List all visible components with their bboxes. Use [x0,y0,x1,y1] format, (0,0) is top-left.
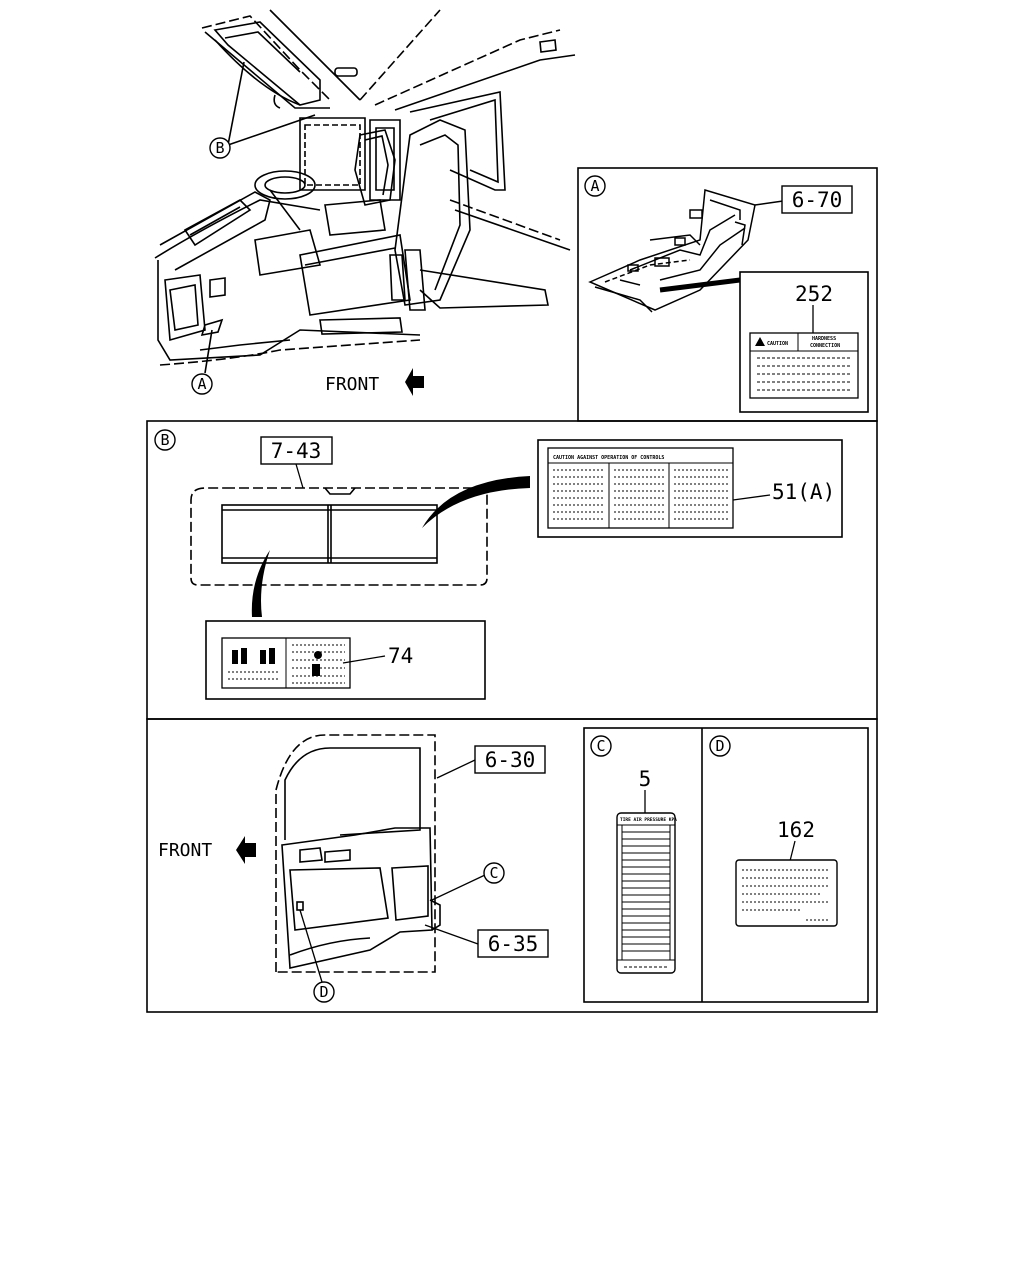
info-label-162 [735,859,838,927]
svg-text:C: C [596,737,605,755]
callout-d-box: D [709,735,731,757]
ref-box-7-43: 7-43 [260,436,333,465]
svg-text:A: A [197,375,206,393]
svg-text:CAUTION: CAUTION [767,341,788,347]
svg-text:B: B [160,431,169,449]
svg-text:CONNECTION: CONNECTION [810,343,840,349]
label-panel-51a [537,439,843,538]
svg-text:6-30: 6-30 [485,748,536,772]
callout-a-box: A [584,175,606,197]
svg-text:C: C [489,864,498,882]
seatbelt-label-74 [221,637,351,689]
svg-text:CAUTION AGAINST OPERATION OF C: CAUTION AGAINST OPERATION OF CONTROLS [553,455,664,461]
callout-a-top: A [191,373,213,395]
part-number-51a: 51(A) [772,480,835,504]
svg-text:7-43: 7-43 [271,439,322,463]
front-arrow-icon [236,836,256,864]
front-label-door: FRONT [158,840,212,861]
controls-caution-label: CAUTION AGAINST OPERATION OF CONTROLS [547,447,734,529]
svg-text:6-70: 6-70 [792,188,843,212]
tire-pressure-label-5: TIRE AIR PRESSURE KPA [616,812,677,974]
cab-interior-illustration [154,9,576,374]
front-label-top: FRONT [325,374,379,395]
ref-box-6-35: 6-35 [477,929,549,958]
caution-label-252: CAUTION HARDNESS CONNECTION [749,332,859,399]
svg-text:6-35: 6-35 [488,932,539,956]
svg-text:D: D [715,737,724,755]
callout-c-box: C [590,735,612,757]
ref-box-6-30: 6-30 [474,745,546,774]
leader-wedge-left [251,550,270,617]
part-number-162: 162 [777,818,815,842]
leader-wedge-right [422,476,530,528]
part-number-74: 74 [388,644,413,668]
part-number-252: 252 [795,282,833,306]
front-arrow-icon [405,368,424,396]
callout-b-top: B [209,137,231,159]
sunvisor-illustration [190,487,488,586]
callout-c-door: C [431,862,505,901]
svg-text:B: B [215,139,224,157]
ref-box-6-70: 6-70 [781,185,853,214]
svg-text:A: A [590,177,599,195]
floor-label-panel [739,271,869,413]
callout-d-door: D [299,909,335,1003]
svg-text:HARDNESS: HARDNESS [812,336,836,342]
detail-box-door [146,718,878,1013]
detail-box-cd [583,727,869,1003]
callout-b-box: B [154,429,176,451]
label-panel-74 [205,620,486,700]
svg-text:D: D [319,983,328,1001]
floor-mat-illustration [588,189,791,313]
svg-text:TIRE AIR PRESSURE KPA: TIRE AIR PRESSURE KPA [620,817,677,823]
part-number-5: 5 [639,767,652,791]
door-illustration [275,734,441,973]
